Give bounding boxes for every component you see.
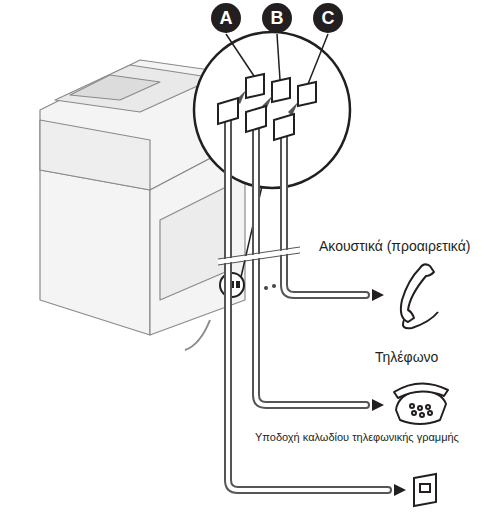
callout-letter: C [322,8,335,29]
callout-letter: B [271,8,284,29]
device-label: Ακουστικά (προαιρετικά) [318,238,471,254]
callout-letter: A [220,8,233,29]
device-label: Τηλέφωνο [374,349,439,365]
callout-circle: C [313,3,343,33]
callout-circle: A [211,3,241,33]
callout-circle: B [262,3,292,33]
device-label: Υποδοχή καλωδίου τηλεφωνικής γραμμής [254,431,460,443]
